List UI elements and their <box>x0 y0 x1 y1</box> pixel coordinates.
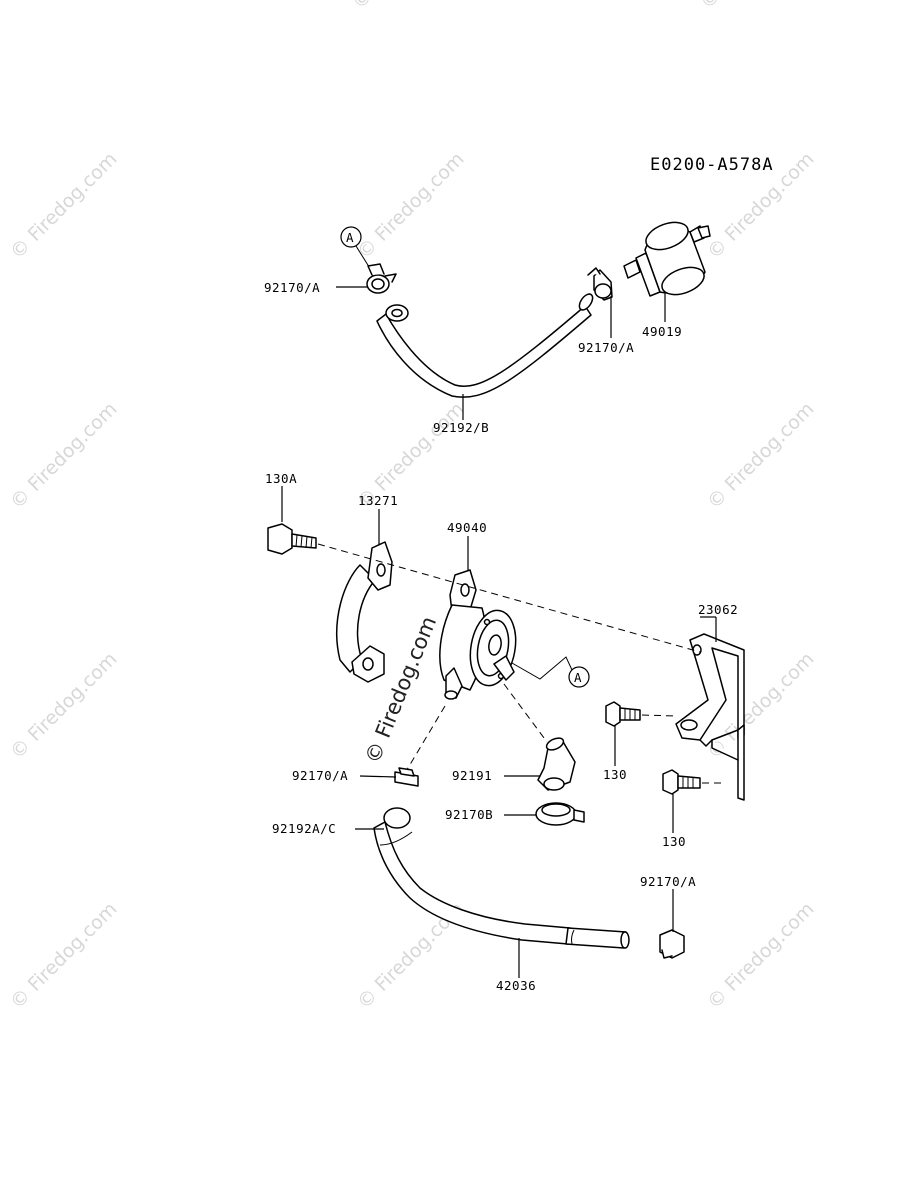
clamp-92170b <box>535 802 585 826</box>
watermark: © Firedog.com <box>6 648 121 763</box>
watermark: © Firedog.com <box>703 398 818 513</box>
clamp-92170a-mid <box>394 767 419 787</box>
watermarks: © Firedog.com © Firedog.com © Firedog.co… <box>6 0 818 1014</box>
callout-letter: A <box>574 670 582 685</box>
hose-92192b <box>376 293 594 398</box>
label-92192ac: 92192A/C <box>272 821 336 836</box>
bolt-130a <box>267 523 317 555</box>
diagram-code: E0200-A578A <box>650 155 774 175</box>
clamp-92170a-top-mid <box>587 267 613 301</box>
label-92170b: 92170B <box>445 807 493 822</box>
label-23062: 23062 <box>698 602 738 617</box>
label-13271: 13271 <box>358 493 398 508</box>
fuel-pump-49040 <box>439 569 517 700</box>
watermark: © Firedog.com <box>703 898 818 1013</box>
label-130a: 130A <box>265 471 297 486</box>
hose-92192ac <box>373 807 571 945</box>
callout-a-lower: A <box>511 656 590 688</box>
callout-letter: A <box>346 230 354 245</box>
label-49040: 49040 <box>447 520 487 535</box>
elbow-92191 <box>537 737 576 791</box>
hose-42036 <box>565 927 630 949</box>
label-49019: 49019 <box>642 324 682 339</box>
label-42036: 42036 <box>496 978 536 993</box>
bolt-130-upper <box>605 701 641 727</box>
watermark: © Firedog.com <box>6 898 121 1013</box>
watermark: © Firedog.com <box>6 148 121 263</box>
label-92191: 92191 <box>452 768 492 783</box>
label-92170a: 92170/A <box>292 768 348 783</box>
part-labels: 92170/A 92170/A 49019 92192/B 130A 13271… <box>264 280 738 993</box>
assembly-dash-lines <box>317 543 726 784</box>
bracket-13271 <box>336 541 393 683</box>
label-130: 130 <box>662 834 686 849</box>
watermark: © Firedog.com <box>353 148 468 263</box>
label-92170a: 92170/A <box>640 874 696 889</box>
label-92192b: 92192/B <box>433 420 489 435</box>
bracket-23062 <box>675 633 745 801</box>
fuel-filter-49019 <box>623 221 711 297</box>
label-130: 130 <box>603 767 627 782</box>
label-92170a: 92170/A <box>264 280 320 295</box>
watermark: © Firedog.com <box>348 0 463 14</box>
leader-lines <box>281 286 717 978</box>
bolt-130-lower <box>662 769 701 795</box>
watermark: © Firedog.com <box>696 0 811 14</box>
clamp-92170a-top-left <box>366 263 397 294</box>
watermark: © Firedog.com <box>6 398 121 513</box>
label-92170a: 92170/A <box>578 340 634 355</box>
watermark-center: © Firedog.com <box>360 613 441 767</box>
clamp-92170a-bottom <box>659 929 685 959</box>
